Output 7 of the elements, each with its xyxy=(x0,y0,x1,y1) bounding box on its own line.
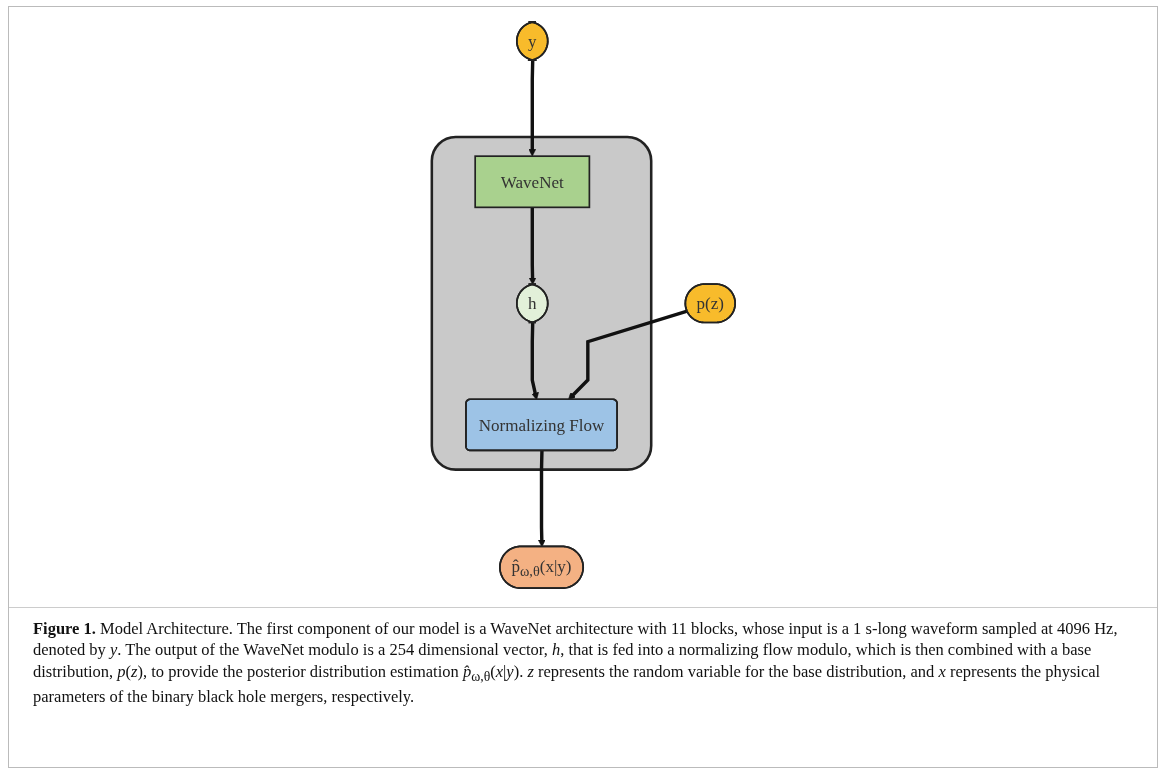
arrow xyxy=(528,207,536,285)
arrow xyxy=(537,450,546,548)
arrow xyxy=(530,322,539,400)
cluster xyxy=(430,135,652,471)
arrow xyxy=(528,60,536,157)
arrow xyxy=(567,309,688,400)
node-box: WaveNet xyxy=(473,155,590,209)
